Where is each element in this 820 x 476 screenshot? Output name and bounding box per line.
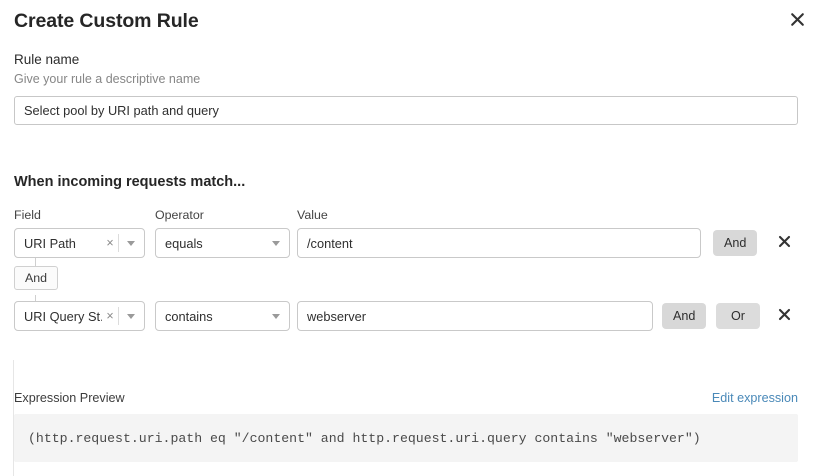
value-input-1[interactable]	[297, 228, 701, 258]
chevron-down-icon[interactable]	[263, 229, 289, 257]
operator-select-2-value: contains	[165, 308, 213, 324]
close-icon	[778, 235, 791, 251]
and-button-1[interactable]: And	[713, 230, 758, 256]
close-icon	[778, 308, 791, 324]
value-input-2[interactable]	[297, 301, 653, 331]
column-header-operator: Operator	[155, 208, 204, 222]
operator-select-1-value: equals	[165, 235, 203, 251]
field-select-1-value: URI Path	[24, 235, 76, 251]
delete-condition-button-1[interactable]	[773, 232, 795, 254]
or-button-2[interactable]: Or	[716, 303, 760, 329]
expression-preview-code: (http.request.uri.path eq "/content" and…	[14, 414, 798, 462]
close-dialog-button[interactable]	[784, 6, 810, 32]
condition-connector: And	[14, 258, 58, 304]
condition-column-headers: Field Operator Value	[0, 206, 820, 224]
dialog-header: Create Custom Rule	[14, 8, 820, 42]
card-left-edge	[13, 360, 14, 476]
connector-line-bottom	[35, 295, 36, 304]
operator-select-1[interactable]: equals	[155, 228, 290, 258]
field-select-1[interactable]: URI Path ×	[14, 228, 145, 258]
column-header-field: Field	[14, 208, 41, 222]
connector-line-top	[35, 258, 36, 266]
field-select-2-value: URI Query St...	[24, 308, 102, 324]
rule-name-input[interactable]	[14, 96, 798, 125]
expression-preview-header: Expression Preview Edit expression	[14, 389, 798, 407]
column-header-value: Value	[297, 208, 328, 222]
chevron-down-icon[interactable]	[263, 302, 289, 330]
condition-row: URI Path × equals And	[0, 228, 820, 258]
clear-icon[interactable]: ×	[106, 236, 114, 250]
delete-condition-button-2[interactable]	[773, 305, 795, 327]
edit-expression-link[interactable]: Edit expression	[711, 391, 798, 405]
rule-name-block: Rule name Give your rule a descriptive n…	[14, 50, 798, 125]
page-title: Create Custom Rule	[14, 10, 199, 32]
field-select-2[interactable]: URI Query St... ×	[14, 301, 145, 331]
clear-icon[interactable]: ×	[106, 309, 114, 323]
rule-name-help-text: Give your rule a descriptive name	[14, 72, 201, 86]
close-icon	[790, 12, 805, 27]
chevron-down-icon[interactable]	[118, 229, 144, 257]
match-section-title: When incoming requests match...	[14, 174, 246, 190]
and-button-2[interactable]: And	[662, 303, 707, 329]
chevron-down-icon[interactable]	[118, 302, 144, 330]
condition-row: URI Query St... × contains And Or	[0, 301, 820, 331]
connector-and-badge[interactable]: And	[14, 266, 58, 290]
expression-preview-label: Expression Preview	[14, 391, 125, 405]
rule-name-label: Rule name	[14, 52, 80, 67]
operator-select-2[interactable]: contains	[155, 301, 290, 331]
